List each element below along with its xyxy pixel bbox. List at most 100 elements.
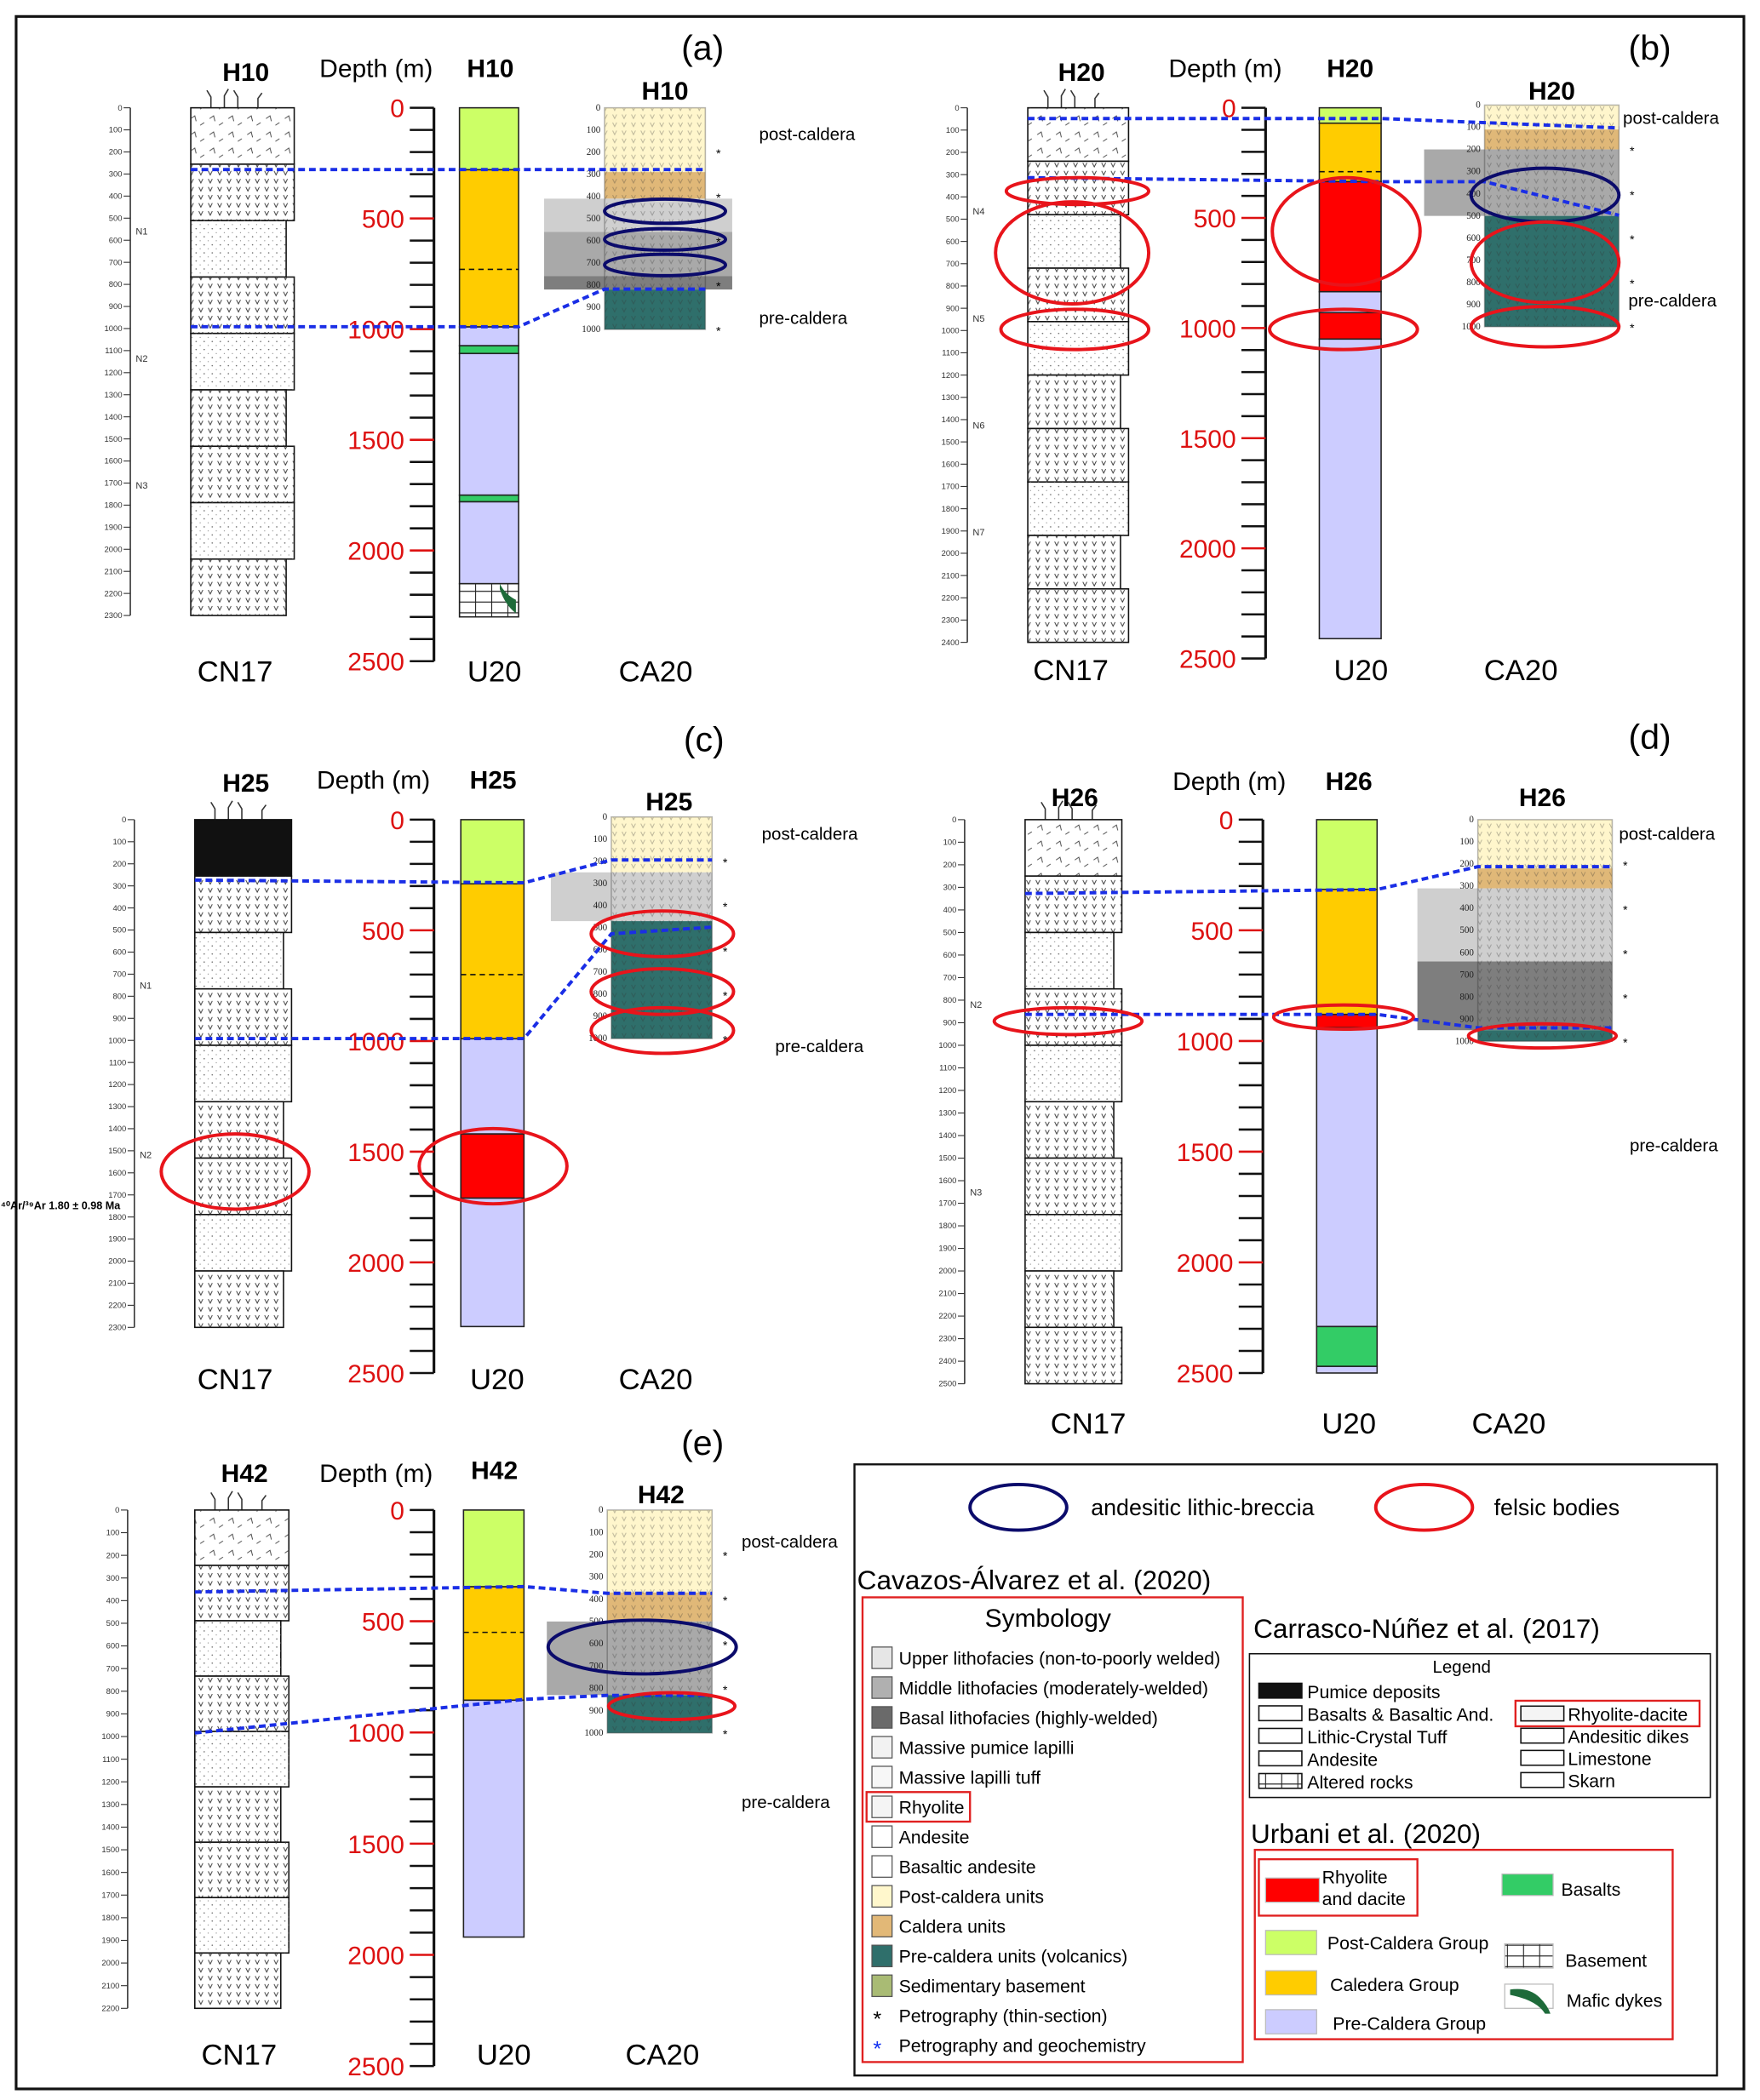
symbology-label: Petrography (thin-section) <box>899 2006 1108 2027</box>
figure-border <box>14 14 1746 2091</box>
ca20-well-title: H42 <box>638 1481 685 1509</box>
urbani-swatch <box>1264 2009 1317 2034</box>
vegetation-icon <box>210 1491 267 1510</box>
ruler-tick-label: 1600 <box>942 460 960 469</box>
u20-unit-felsic <box>1318 312 1382 340</box>
lithology-pattern <box>194 1101 284 1159</box>
u20-well-title: H25 <box>470 767 517 795</box>
ruler-tick-label: 2300 <box>105 611 123 621</box>
ca20-tick-label: 100 <box>589 1527 604 1537</box>
ruler-tick-label: 2100 <box>938 1290 956 1299</box>
petrography-marker: * <box>723 1728 728 1742</box>
source-label-ca20: CA20 <box>625 2040 699 2072</box>
ca20-tick-label: 0 <box>1469 815 1474 825</box>
cn17-column: H250100200300400500600700800900100011001… <box>1 770 293 1332</box>
ruler-tick-label: 2300 <box>108 1323 126 1332</box>
ruler-tick-label: 800 <box>946 282 960 291</box>
ruler-tick-label: 0 <box>115 1506 119 1515</box>
u20-well-title: H10 <box>467 54 513 83</box>
ruler-tick-label: 400 <box>109 192 123 202</box>
ruler-tick-label: 1500 <box>101 1845 119 1855</box>
depth-tick-label: 1500 <box>347 1139 404 1167</box>
lithology-pattern <box>1028 482 1129 536</box>
symbology-label: Massive pumice lapilli <box>899 1737 1075 1758</box>
correlation-line <box>1024 1012 1613 1030</box>
carrasco-swatch <box>1258 1705 1303 1722</box>
symbology-swatch <box>871 1706 893 1729</box>
ruler-tick-label: 1200 <box>108 1080 126 1090</box>
ruler-tick-label: 1900 <box>101 1937 119 1946</box>
ruler-tick-label: 100 <box>113 838 127 847</box>
depth-tick-label: 2500 <box>1177 1360 1234 1388</box>
ruler-tick-label: 2200 <box>101 2004 119 2013</box>
cn17-well-title: H25 <box>222 770 269 798</box>
lithology-pattern <box>1024 819 1122 877</box>
ruler-tick-label: 2000 <box>105 545 123 554</box>
ca20-tick-label: 100 <box>1459 837 1474 847</box>
petrography-marker: * <box>1630 189 1635 203</box>
petrography-marker: * <box>716 324 721 338</box>
ca20-tick-label: 700 <box>593 967 608 977</box>
ruler-tick-label: 400 <box>943 906 957 915</box>
u20-unit-pre <box>1318 338 1382 640</box>
ruler-tick-label: 800 <box>113 993 127 1002</box>
u20-unit-post <box>1318 106 1382 124</box>
ruler-tick-label: 1200 <box>938 1086 956 1096</box>
ruler-tick-label: 600 <box>113 948 127 958</box>
lithology-pattern <box>194 1731 290 1788</box>
u20-unit-pre <box>458 326 519 346</box>
cn17-column: H100100200300400500600700800900100011001… <box>105 59 295 621</box>
lithology-pattern <box>191 389 287 447</box>
cn17-well-title: H10 <box>222 59 269 87</box>
legend-ellipse-label: andesitic lithic-breccia <box>1091 1495 1314 1520</box>
urbani-label: Rhyolite <box>1322 1868 1388 1888</box>
symbology-label: Petrography and geochemistry <box>899 2036 1146 2057</box>
source-label-ca20: CA20 <box>1472 1408 1546 1440</box>
depth-tick-label: 1000 <box>1179 315 1236 343</box>
source-label-cn17: CN17 <box>198 1364 273 1396</box>
ruler-tick-label: 1300 <box>108 1102 126 1112</box>
ruler-tick-label: 2100 <box>108 1279 126 1289</box>
panel-letter: (e) <box>681 1423 724 1462</box>
ca20-tick-label: 700 <box>1459 970 1474 980</box>
carrasco-label: Andesitic dikes <box>1568 1727 1688 1748</box>
ca20-column: H420100200*300400*500600*700800*9001000*… <box>547 1481 838 1812</box>
ruler-tick-label: 0 <box>122 815 126 825</box>
sample-note: N2 <box>140 1151 152 1161</box>
ruler-tick-label: 1700 <box>108 1191 126 1200</box>
ca20-tick-label: 300 <box>1459 881 1474 891</box>
felsic-body-ellipse <box>1469 220 1621 305</box>
carrasco-legend-box <box>1248 1652 1711 1799</box>
lithology-pattern <box>1024 1214 1122 1272</box>
ruler-tick-label: 300 <box>109 170 123 180</box>
lithology-pattern <box>1024 1271 1115 1328</box>
depth-tick-label: 0 <box>390 95 404 123</box>
ca20-well-title: H10 <box>642 77 689 106</box>
ruler-tick-label: 900 <box>113 1014 127 1023</box>
lithic-breccia-key <box>968 1482 1069 1532</box>
vegetation-icon <box>206 89 263 108</box>
ca20-tick-label: 0 <box>603 812 608 822</box>
felsic-bodies-key <box>1373 1482 1475 1532</box>
ca20-column-outline <box>1476 819 1614 1043</box>
carrasco-swatch <box>1520 1771 1565 1788</box>
carrasco-legend-title: Legend <box>1433 1657 1491 1677</box>
u20-unit-pre <box>460 1038 525 1135</box>
sample-note: N4 <box>972 207 984 217</box>
petrography-marker: * <box>1623 903 1628 917</box>
ca20-column-outline <box>1483 104 1620 328</box>
lithology-pattern <box>191 333 295 390</box>
correlation-line <box>194 925 713 1041</box>
pre-caldera-label: pre-caldera <box>775 1037 863 1056</box>
ruler-tick-label: 700 <box>943 974 957 983</box>
highlight-box <box>1514 1699 1701 1728</box>
ca20-tick-label: 600 <box>1459 947 1474 958</box>
u20-unit-caldera <box>458 169 519 328</box>
symbology-label: Basaltic andesite <box>899 1857 1036 1878</box>
ruler-tick-label: 1000 <box>942 326 960 335</box>
ruler-tick-label: 1500 <box>938 1154 956 1164</box>
